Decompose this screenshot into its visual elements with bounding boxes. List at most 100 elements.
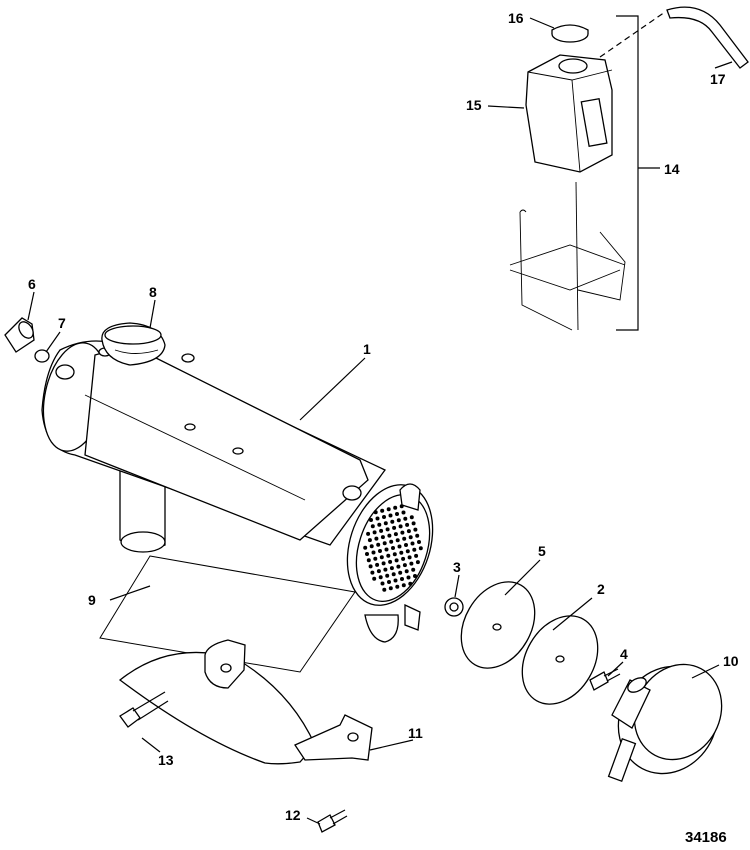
callout-6: 6 (28, 276, 36, 292)
tube-hole (395, 512, 399, 516)
tube-hole (411, 567, 416, 572)
tube-hole (373, 510, 378, 515)
reservoir-part-15 (525, 54, 613, 173)
callout-9: 9 (88, 592, 96, 608)
tube-hole (395, 584, 400, 589)
tube-hole (392, 525, 397, 530)
tube-hole (392, 552, 397, 557)
callout-14: 14 (664, 161, 680, 177)
tube-hole (382, 541, 387, 546)
tube-hole (388, 559, 393, 564)
tube-hole (399, 504, 404, 509)
reservoir-cap-part-16 (551, 24, 589, 43)
callout-16: 16 (508, 10, 524, 26)
tube-hole (363, 545, 368, 550)
tube-hole (409, 561, 414, 566)
tube-hole (408, 535, 413, 540)
tube-hole (400, 577, 404, 581)
o-ring-part-7 (34, 349, 50, 363)
assembly-bracket-line (616, 15, 639, 331)
tube-hole (388, 513, 393, 518)
hose-clamp-part-10 (607, 663, 723, 783)
tube-hole (370, 570, 375, 575)
tube-hole (398, 570, 403, 575)
pressure-cap-part-8 (101, 322, 166, 366)
callout-5: 5 (538, 543, 546, 559)
tube-hole (377, 522, 382, 527)
tube-hole (385, 527, 390, 532)
tube-hole (393, 505, 398, 510)
tube-hole (415, 560, 420, 565)
callout-8: 8 (149, 284, 157, 300)
tube-hole (382, 515, 386, 519)
bolt-part-13 (119, 691, 169, 728)
gasket-part-9 (99, 555, 356, 673)
gasket-disc-part-5 (460, 581, 536, 669)
end-plate-part-2 (521, 615, 599, 705)
tube-hole (385, 573, 390, 578)
tube-hole (405, 522, 410, 527)
tube-hole (382, 587, 387, 592)
tube-sheet-holes (363, 504, 423, 592)
washer-part-3 (444, 597, 464, 617)
tube-hole (386, 507, 391, 512)
tube-hole (396, 518, 401, 523)
tube-hole (411, 521, 416, 526)
callout-3: 3 (453, 559, 461, 575)
tube-hole (366, 531, 371, 536)
tube-hole (380, 508, 385, 513)
heat-exchanger-part-1 (41, 340, 434, 643)
tube-hole (369, 544, 374, 549)
tube-hole (376, 569, 381, 574)
tube-hole (380, 535, 385, 540)
callout-12: 12 (285, 807, 301, 823)
tube-hole (379, 528, 384, 533)
callout-1: 1 (363, 341, 371, 357)
tube-hole (393, 532, 398, 537)
tube-hole (378, 575, 383, 580)
tube-hole (378, 549, 382, 553)
tube-hole (374, 536, 379, 541)
tube-hole (412, 547, 417, 552)
tube-hole (404, 569, 409, 574)
tube-hole (409, 515, 414, 520)
tube-hole (373, 556, 378, 561)
tube-hole (401, 510, 406, 515)
tube-hole (407, 555, 412, 560)
tube-hole (394, 558, 399, 563)
tube-hole (384, 547, 389, 552)
tube-hole (410, 541, 415, 546)
tube-hole (397, 544, 402, 549)
tube-hole (387, 580, 391, 584)
reservoir-bracket (509, 181, 626, 331)
callout-10: 10 (723, 653, 739, 669)
tube-hole (401, 583, 406, 588)
tube-hole (393, 578, 398, 583)
tube-hole (413, 574, 417, 578)
hose-connection-line (599, 11, 666, 58)
tube-hole (389, 539, 394, 544)
callout-15: 15 (466, 97, 482, 113)
tube-hole (403, 516, 408, 521)
tube-hole (391, 546, 395, 550)
tube-hole (379, 555, 384, 560)
tube-hole (366, 558, 371, 563)
figure-number: 34186 (685, 829, 727, 846)
screw-part-4 (589, 668, 621, 691)
tube-hole (404, 543, 408, 547)
bracket-part-11 (118, 639, 373, 765)
tube-hole (386, 553, 391, 558)
callout-4: 4 (620, 646, 628, 662)
fitting-part-6 (4, 317, 35, 353)
tube-hole (402, 563, 407, 568)
tube-hole (381, 561, 386, 566)
tube-hole (401, 556, 406, 561)
tube-hole (370, 524, 375, 529)
tube-hole (400, 530, 405, 535)
tube-hole (380, 581, 385, 586)
tube-hole (383, 521, 388, 526)
tube-hole (406, 575, 411, 580)
tube-hole (372, 530, 377, 535)
